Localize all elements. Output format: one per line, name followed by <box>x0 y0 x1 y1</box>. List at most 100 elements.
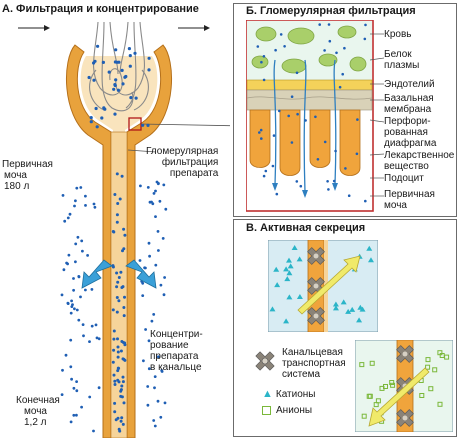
transporter-icon <box>255 351 275 371</box>
molecule-dot <box>115 172 119 176</box>
legend-anions-text: Анионы <box>276 405 313 416</box>
molecule-dot <box>92 202 96 206</box>
label-drug-l1: Лекарственное <box>384 150 455 161</box>
molecule-dot <box>127 47 131 51</box>
molecule-dot <box>120 68 124 72</box>
molecule-dot <box>279 33 283 36</box>
molecule-dot <box>256 45 260 48</box>
cation <box>367 257 374 263</box>
molecule-dot <box>74 260 77 264</box>
molecule-dot <box>120 395 124 399</box>
label-concentration-l4: в канальце <box>150 362 202 373</box>
molecule-dot <box>162 183 166 187</box>
molecule-dot <box>115 60 119 64</box>
molecule-dot <box>326 180 329 183</box>
label-primary-urine-l1: Первичная <box>2 159 53 170</box>
molecule-dot <box>89 116 93 120</box>
molecule-dot <box>119 270 123 274</box>
molecule-dot <box>116 369 120 373</box>
label-primary-urine-b-l2: моча <box>384 200 407 211</box>
molecule-dot <box>122 401 126 405</box>
cation <box>332 305 339 311</box>
cation <box>283 318 290 324</box>
molecule-dot <box>147 367 151 371</box>
label-perforated-l1: Перфори- <box>384 116 431 127</box>
panel-b-leaders <box>370 33 385 197</box>
molecule-dot <box>115 285 119 289</box>
molecule-dot <box>116 202 120 205</box>
molecule-dot <box>93 205 97 209</box>
molecule-dot <box>139 184 142 188</box>
secretion-diagram-top <box>268 240 378 332</box>
molecule-dot <box>344 167 347 170</box>
label-blood: Кровь <box>384 29 411 40</box>
molecule-dot <box>287 114 290 118</box>
molecule-dot <box>92 78 96 82</box>
molecule-dot <box>347 194 351 197</box>
molecule-dot <box>119 349 123 353</box>
anion <box>437 401 443 407</box>
molecule-dot <box>60 393 64 396</box>
molecule-dot <box>304 119 307 122</box>
basal-membrane-layer <box>246 89 373 111</box>
molecule-dot <box>262 78 266 82</box>
cation <box>340 299 347 305</box>
endothelium-layer <box>246 79 373 91</box>
label-drug: Лекарственное вещество <box>384 150 454 172</box>
molecule-dot <box>153 375 157 378</box>
molecule-dot <box>93 59 97 63</box>
molecule-dot <box>163 401 167 405</box>
molecule-dot <box>95 336 99 340</box>
molecule-dot <box>116 355 120 359</box>
label-glomerular-l1: Гломерулярная <box>146 146 219 157</box>
panel-c-title-text: В. Активная секреция <box>246 222 366 234</box>
anion <box>359 362 365 368</box>
molecule-dot <box>115 220 119 224</box>
label-concentration-l1: Концентри- <box>150 329 203 340</box>
molecule-dot <box>290 95 294 98</box>
anion <box>444 354 450 360</box>
molecule-dot <box>96 44 100 48</box>
cation <box>296 256 303 262</box>
label-basal-membrane-l1: Базальная <box>384 93 434 104</box>
molecule-dot <box>120 174 124 178</box>
molecule-dot <box>113 83 117 87</box>
molecule-dot <box>147 56 151 60</box>
molecule-dot <box>323 49 326 52</box>
molecule-dot <box>295 180 299 183</box>
cation <box>286 270 293 276</box>
outflow-arrow <box>178 25 210 31</box>
molecule-dot <box>153 424 157 428</box>
molecule-dot <box>113 112 117 116</box>
molecule-dot <box>154 215 157 219</box>
anion-icon <box>262 405 271 415</box>
molecule-dot <box>122 247 126 251</box>
molecule-dot <box>262 174 266 178</box>
molecule-dot <box>90 324 94 328</box>
molecule-dot <box>134 96 138 100</box>
molecule-dot <box>88 395 92 399</box>
molecule-dot <box>80 239 84 243</box>
label-glomerular-l2: фильтрация <box>161 157 219 168</box>
molecule-dot <box>274 48 277 52</box>
label-glomerular-l3: препарата <box>169 168 219 179</box>
molecule-dot <box>159 415 163 419</box>
molecule-dot <box>97 337 101 341</box>
molecule-dot <box>92 429 95 433</box>
cation <box>286 294 293 300</box>
molecule-dot <box>147 339 151 343</box>
molecule-dot <box>152 192 156 195</box>
molecule-dot <box>154 189 157 193</box>
label-podocyte: Подоцит <box>384 173 424 184</box>
molecule-dot <box>327 23 331 26</box>
molecule-dot <box>66 301 70 305</box>
molecule-dot <box>355 152 359 156</box>
molecule-dot <box>61 368 64 372</box>
anion <box>428 386 434 392</box>
label-podocyte-text: Подоцит <box>384 173 424 184</box>
molecule-dot <box>112 230 116 234</box>
molecule-dot <box>147 241 151 245</box>
molecule-dot <box>128 64 132 68</box>
legend-transport: Канальцевая транспортная система <box>282 347 346 380</box>
molecule-dot <box>70 377 73 381</box>
